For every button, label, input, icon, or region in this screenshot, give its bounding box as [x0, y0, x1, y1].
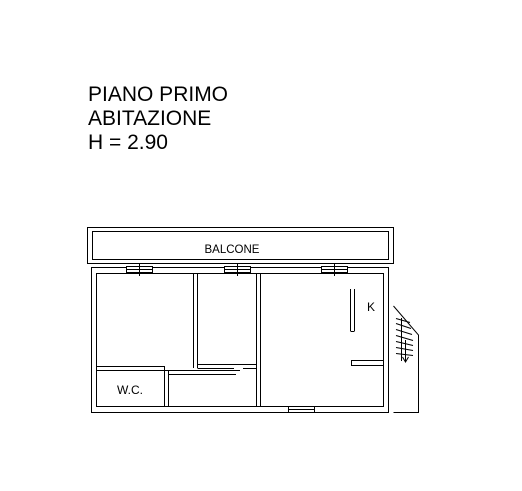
- balcony-parapet: [92, 231, 389, 260]
- kitchen-label: K: [367, 300, 375, 314]
- stair-tread-5: [395, 341, 414, 346]
- stair-outline: [393, 305, 419, 413]
- window-2: [224, 263, 251, 276]
- window-bottom: [288, 406, 315, 413]
- stair-tread-3: [395, 329, 413, 335]
- title-block: PIANO PRIMO ABITAZIONE H = 2.90: [88, 83, 228, 155]
- window-3: [321, 263, 348, 276]
- stair-tread-6: [395, 347, 414, 351]
- partitions: [193, 273, 261, 407]
- stair-tread-4: [395, 335, 414, 341]
- wc-room: W.C.: [96, 366, 240, 407]
- stair-tread-1: [395, 318, 411, 323]
- kitchen-return-wall: [351, 360, 384, 366]
- staircase: [393, 305, 419, 413]
- height-title: H = 2.90: [88, 131, 168, 154]
- window-1: [126, 263, 153, 276]
- stair-arrow-icon: [402, 356, 409, 363]
- floor-title: PIANO PRIMO: [88, 83, 229, 106]
- use-title: ABITAZIONE: [88, 107, 212, 130]
- balcony: BALCONE: [87, 227, 394, 264]
- stair-tread-7: [395, 353, 414, 356]
- stair-tread-2: [395, 323, 412, 329]
- kitchen-partition: K: [350, 289, 384, 366]
- balcony-label: BALCONE: [205, 244, 260, 256]
- outer-wall-inner-line: [96, 273, 384, 407]
- balcony-outline: [87, 227, 394, 264]
- windows: [126, 263, 348, 413]
- wc-label: W.C.: [117, 383, 143, 397]
